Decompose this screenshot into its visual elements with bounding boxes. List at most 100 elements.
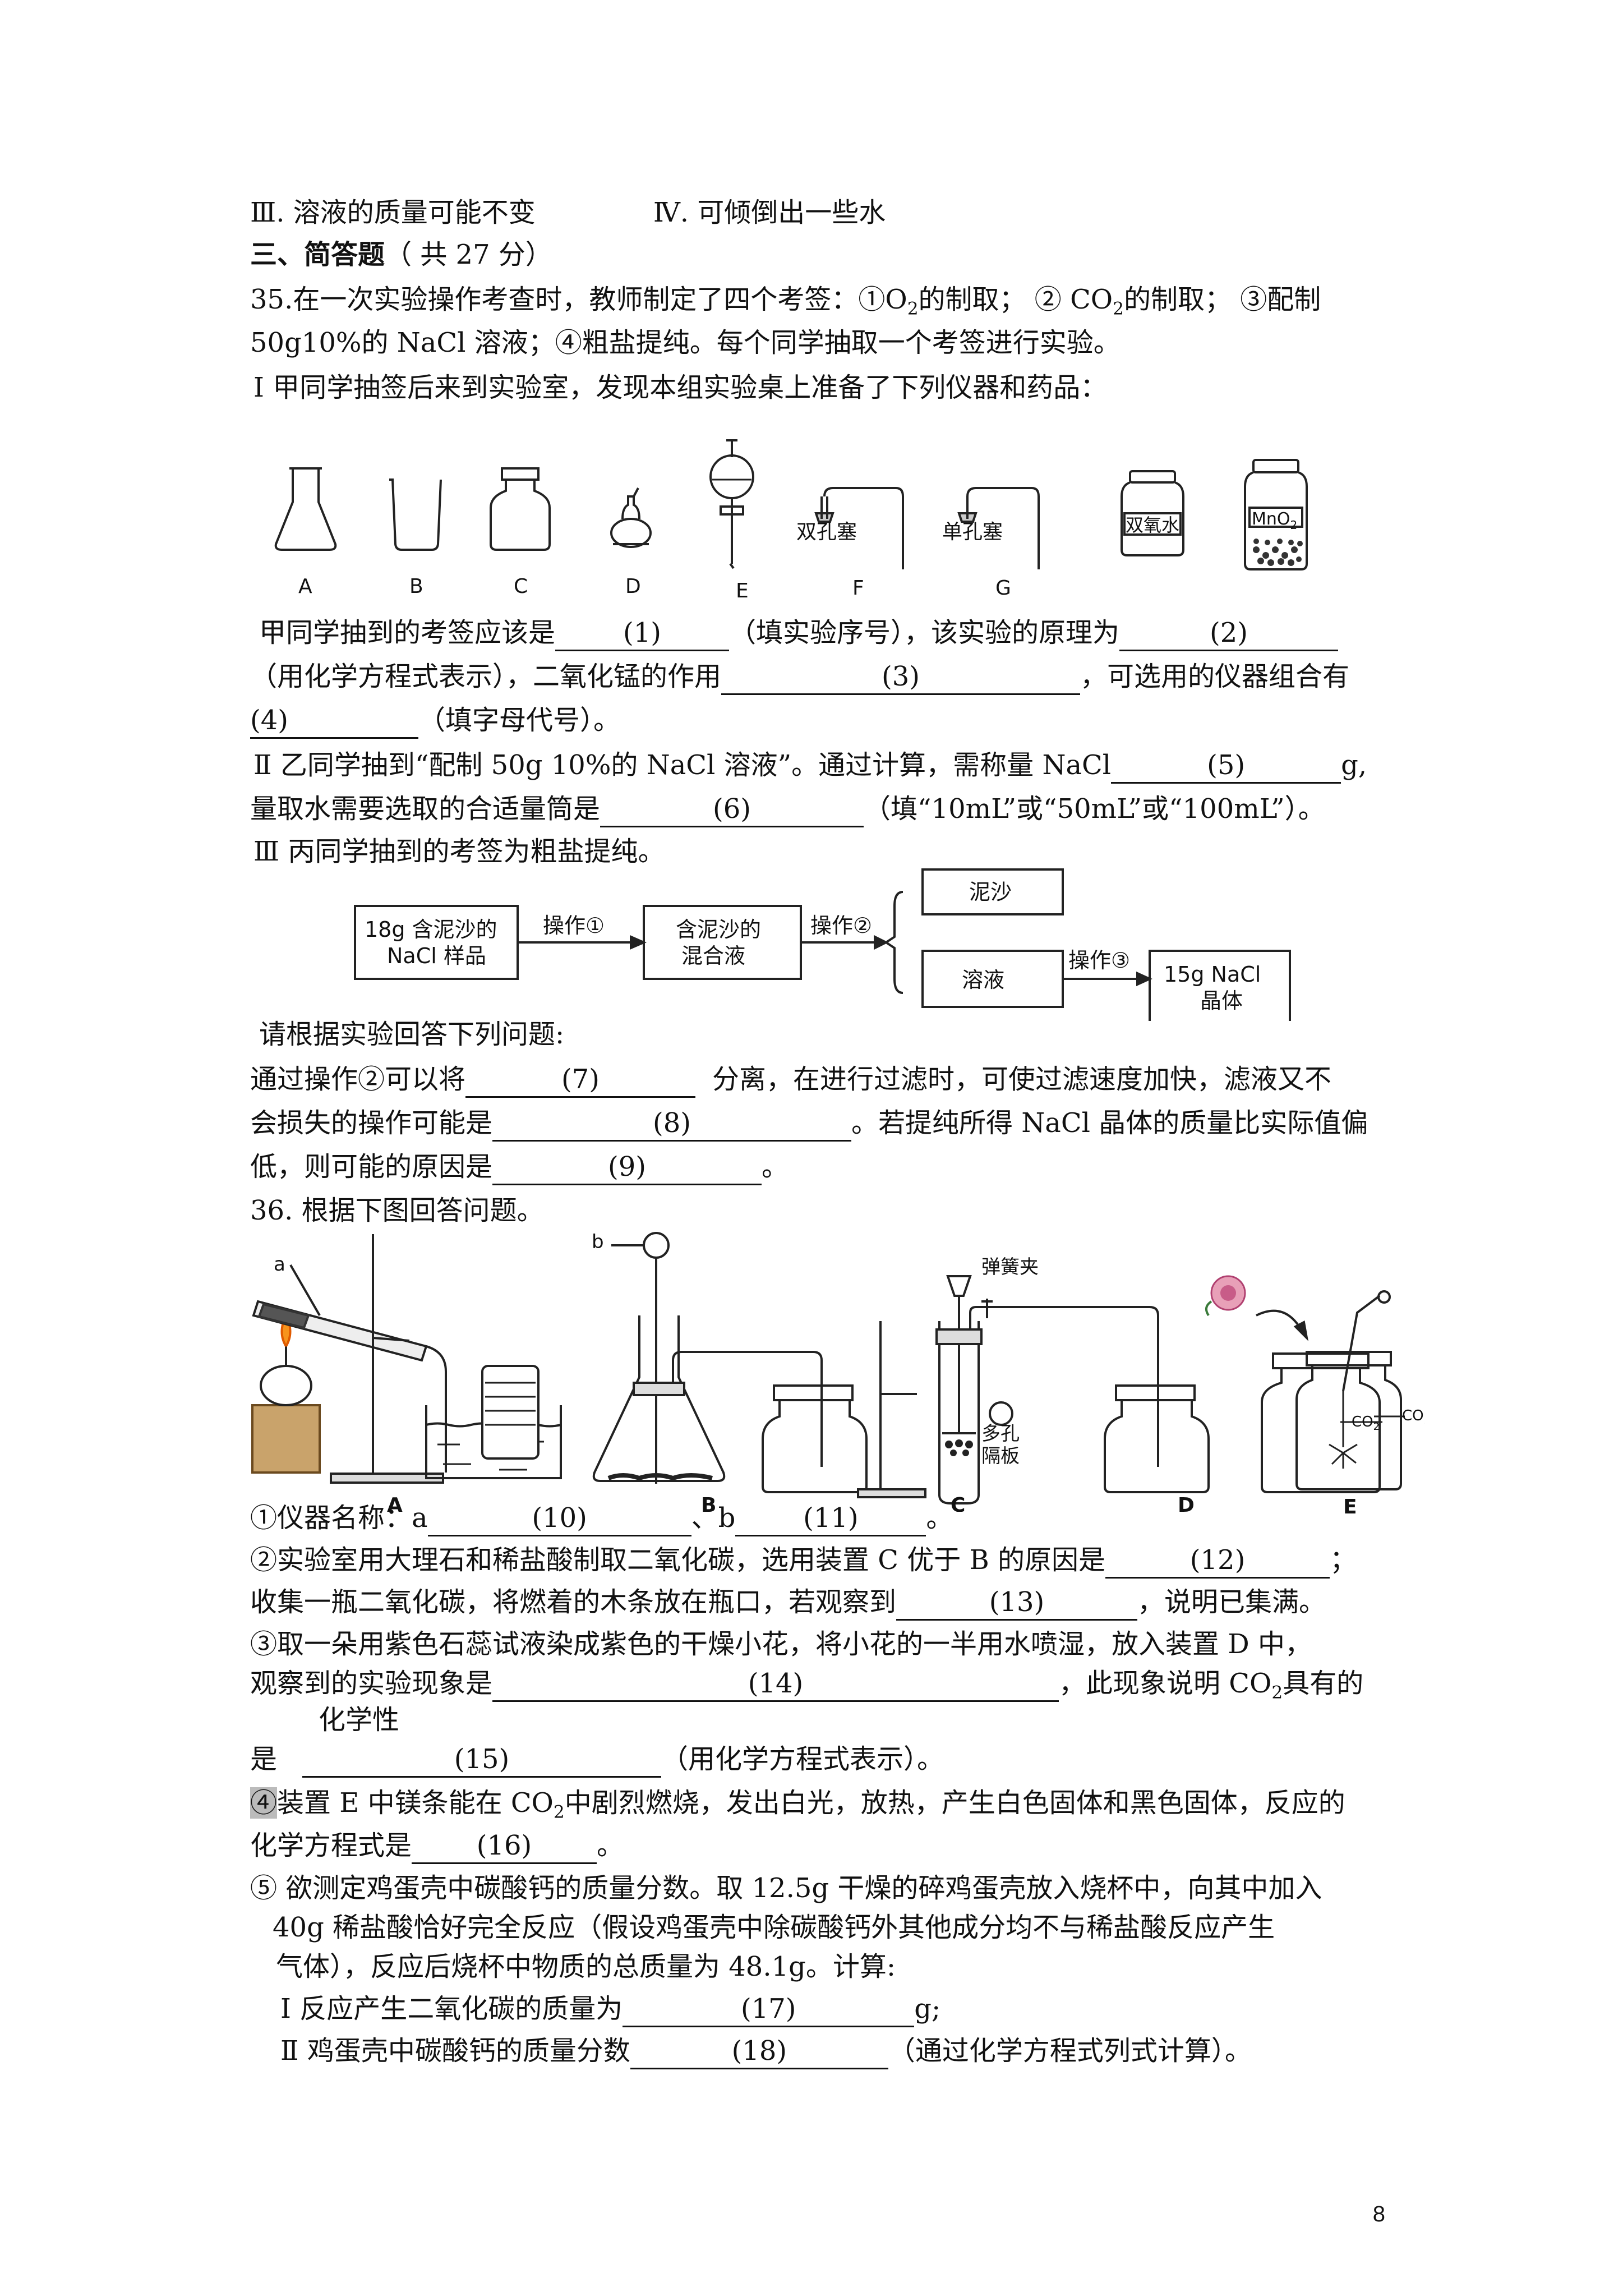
q35-part1-line3: (4)（填字母代号）。 <box>250 700 620 740</box>
section-title: 三、简答题 <box>250 239 385 270</box>
answer-blank-10[interactable]: (10) <box>427 1501 691 1536</box>
q36-line13: Ⅰ 反应产生二氧化碳的质量为(17)g; <box>280 1989 940 2029</box>
wide-mouth-bottle-drawing <box>490 467 551 551</box>
q36-line11: 40g 稀盐酸恰好完全反应（假设鸡蛋壳中除碳酸钙外其他成分均不与稀盐酸反应产生 <box>273 1907 1275 1948</box>
answer-blank-1[interactable]: (1) <box>555 616 730 651</box>
apparatus-e: CO2 E <box>1295 1290 1424 1515</box>
answer-blank-5[interactable]: (5) <box>1111 748 1341 784</box>
double-hole-stopper-drawing <box>814 487 904 569</box>
q36-text-j: ，此现象说明 CO <box>1059 1668 1272 1699</box>
q36-text-f: 收集一瓶二氧化碳，将燃着的木条放在瓶口，若观察到 <box>250 1586 897 1618</box>
part3-text-f: 。 <box>762 1151 789 1182</box>
answer-blank-6[interactable]: (6) <box>600 792 864 827</box>
part1-text-a: 甲同学抽到的考签应该是 <box>259 617 556 648</box>
page-number: 8 <box>1372 2202 1385 2226</box>
flower-drawing <box>1205 1275 1246 1317</box>
q35-part3-intro: Ⅲ 丙同学抽到的考签为粗盐提纯。 <box>253 831 665 872</box>
co2-subscript-2: 2 <box>1271 1682 1283 1703</box>
part2-text-c: 量取水需要选取的合适量筒是 <box>250 793 601 825</box>
generator-c-drawing <box>857 1275 1159 1504</box>
answer-blank-18[interactable]: (18) <box>630 2034 888 2069</box>
beaker-drawing <box>389 478 442 551</box>
q36-line2: ②实验室用大理石和稀盐酸制取二氧化碳，选用装置 C 优于 B 的原因是(12)； <box>250 1540 1357 1580</box>
answer-blank-3[interactable]: (3) <box>721 660 1081 695</box>
fig2-label-b: B <box>701 1494 716 1512</box>
co2-label-d: CO2 <box>1352 1414 1380 1433</box>
part2-text-d: （填“10mL”或“50mL”或“100mL”）。 <box>864 793 1325 825</box>
answer-blank-12[interactable]: (12) <box>1105 1543 1330 1579</box>
co2-subscript-3: 2 <box>553 1802 565 1823</box>
q36-text-x: Ⅱ 鸡蛋壳中碳酸钙的质量分数 <box>280 2035 630 2067</box>
q36-line5: 观察到的实验现象是(14)，此现象说明 CO2具有的 <box>250 1663 1363 1713</box>
collecting-bottle-b-drawing <box>762 1384 868 1493</box>
porous-plate-label-1: 多孔 <box>981 1423 1020 1445</box>
bottle-d-drawing <box>1261 1352 1382 1493</box>
flow-op1-label: 操作① <box>543 913 605 938</box>
q36-text-t: 40g 稀盐酸恰好完全反应（假设鸡蛋壳中除碳酸钙外其他成分均不与稀盐酸反应产生 <box>273 1912 1275 1943</box>
q36-text-g: ，说明已集满。 <box>1137 1586 1326 1618</box>
answer-blank-15[interactable]: (15) <box>302 1742 662 1778</box>
q35-part3-line2: 会损失的操作可能是(8)。若提纯所得 NaCl 晶体的质量比实际值偏 <box>250 1103 1368 1143</box>
answer-blank-14[interactable]: (14) <box>492 1667 1059 1702</box>
answer-blank-8[interactable]: (8) <box>492 1106 852 1142</box>
fig2-label-a-instrument: a <box>274 1253 285 1276</box>
part3-text-a: 通过操作②可以将 <box>250 1064 466 1095</box>
q36-text-n: （用化学方程式表示）。 <box>661 1743 944 1775</box>
separatory-funnel-drawing <box>709 439 754 569</box>
q36-text-e: ； <box>1330 1544 1357 1576</box>
flower-arrow-drawing <box>1256 1309 1302 1331</box>
fig1-label-c: C <box>514 575 528 598</box>
q36-line7: 是(15)（用化学方程式表示）。 <box>250 1739 944 1779</box>
q36-text-i: 观察到的实验现象是 <box>250 1668 493 1699</box>
q36-intro-text: 36. 根据下图回答问题。 <box>250 1195 544 1226</box>
porous-plate-label-2: 隔板 <box>981 1445 1020 1467</box>
q36-text-c: 。 <box>926 1502 953 1534</box>
q36-line10: ⑤ 欲测定鸡蛋壳中碳酸钙的质量分数。取 12.5g 干燥的碎鸡蛋壳放入烧杯中，向… <box>250 1868 1322 1908</box>
test-tube-drawing <box>252 1300 447 1473</box>
answer-blank-16[interactable]: (16) <box>412 1829 597 1864</box>
q36-text-h: ③取一朵用紫色石蕊试液染成紫色的干燥小花，将小花的一半用水喷湿，放入装置 D 中… <box>250 1628 1312 1660</box>
conical-flask-drawing <box>274 467 337 551</box>
label-line-a <box>289 1264 321 1317</box>
q36-line9: 化学方程式是(16)。 <box>250 1825 624 1866</box>
q36-text-s: ⑤ 欲测定鸡蛋壳中碳酸钙的质量分数。取 12.5g 干燥的碎鸡蛋壳放入烧杯中，向… <box>250 1872 1322 1904</box>
answer-blank-17[interactable]: (17) <box>623 1992 915 2027</box>
answer-blank-13[interactable]: (13) <box>896 1585 1138 1621</box>
part3-text-d: 。若提纯所得 NaCl 晶体的质量比实际值偏 <box>851 1107 1368 1139</box>
flow-sample-line1: 18g 含泥沙的 <box>365 917 497 942</box>
mno2-label: MnO2 <box>1252 509 1297 532</box>
q36-line3: 收集一瓶二氧化碳，将燃着的木条放在瓶口，若观察到(13)，说明已集满。 <box>250 1582 1326 1622</box>
fig1-label-f: F <box>852 577 864 600</box>
q36-line6: 化学性 <box>319 1700 399 1740</box>
highlighted-marker-4: ④ <box>250 1787 278 1819</box>
answer-blank-4[interactable]: (4) <box>250 703 418 739</box>
answer-blank-9[interactable]: (9) <box>492 1150 762 1185</box>
flow-box-crystal <box>1149 950 1291 1021</box>
part1-text-b: （填实验序号），该实验的原理为 <box>729 617 1120 648</box>
answer-blank-7[interactable]: (7) <box>465 1062 696 1098</box>
single-hole-stopper-drawing <box>957 487 1040 569</box>
answer-blank-2[interactable]: (2) <box>1119 616 1339 651</box>
fig2-label-b-instrument: b <box>592 1231 604 1253</box>
fig1-label-g: G <box>995 577 1011 600</box>
marble-chips <box>945 1439 973 1456</box>
bottle-e-drawing <box>1301 1231 1307 1237</box>
hydrogen-peroxide-bottle-drawing <box>1121 470 1184 556</box>
q36-text-y: （通过化学方程式列式计算）。 <box>888 2035 1252 2067</box>
q36-text-d: ②实验室用大理石和稀盐酸制取二氧化碳，选用装置 C 优于 B 的原因是 <box>250 1544 1106 1576</box>
q35-part1-line1: 甲同学抽到的考签应该是(1)（填实验序号），该实验的原理为(2) <box>259 613 1339 653</box>
wooden-block-drawing <box>251 1404 321 1474</box>
flow-box-sand <box>921 868 1064 915</box>
part3-intro-text: Ⅲ 丙同学抽到的考签为粗盐提纯。 <box>253 836 665 867</box>
q35-intro-line1: 35.在一次实验操作考查时，教师制定了四个考签：①O2的制取； ② CO2的制取… <box>250 279 1321 329</box>
fig2-label-a: A <box>387 1494 403 1512</box>
q36-text-a: ①仪器名称：a <box>250 1502 428 1534</box>
co2-label-e: CO2 <box>1402 1407 1424 1427</box>
flow-solution-label: 溶液 <box>962 968 1004 992</box>
heating-lamp-drawing <box>260 1346 312 1406</box>
part3-text-c: 会损失的操作可能是 <box>250 1107 493 1139</box>
option-iii: Ⅲ. 溶液的质量可能不变 <box>250 197 536 228</box>
part1-text-c: （用化学方程式表示），二氧化锰的作用 <box>250 661 722 692</box>
answer-blank-11[interactable]: (11) <box>735 1501 926 1536</box>
